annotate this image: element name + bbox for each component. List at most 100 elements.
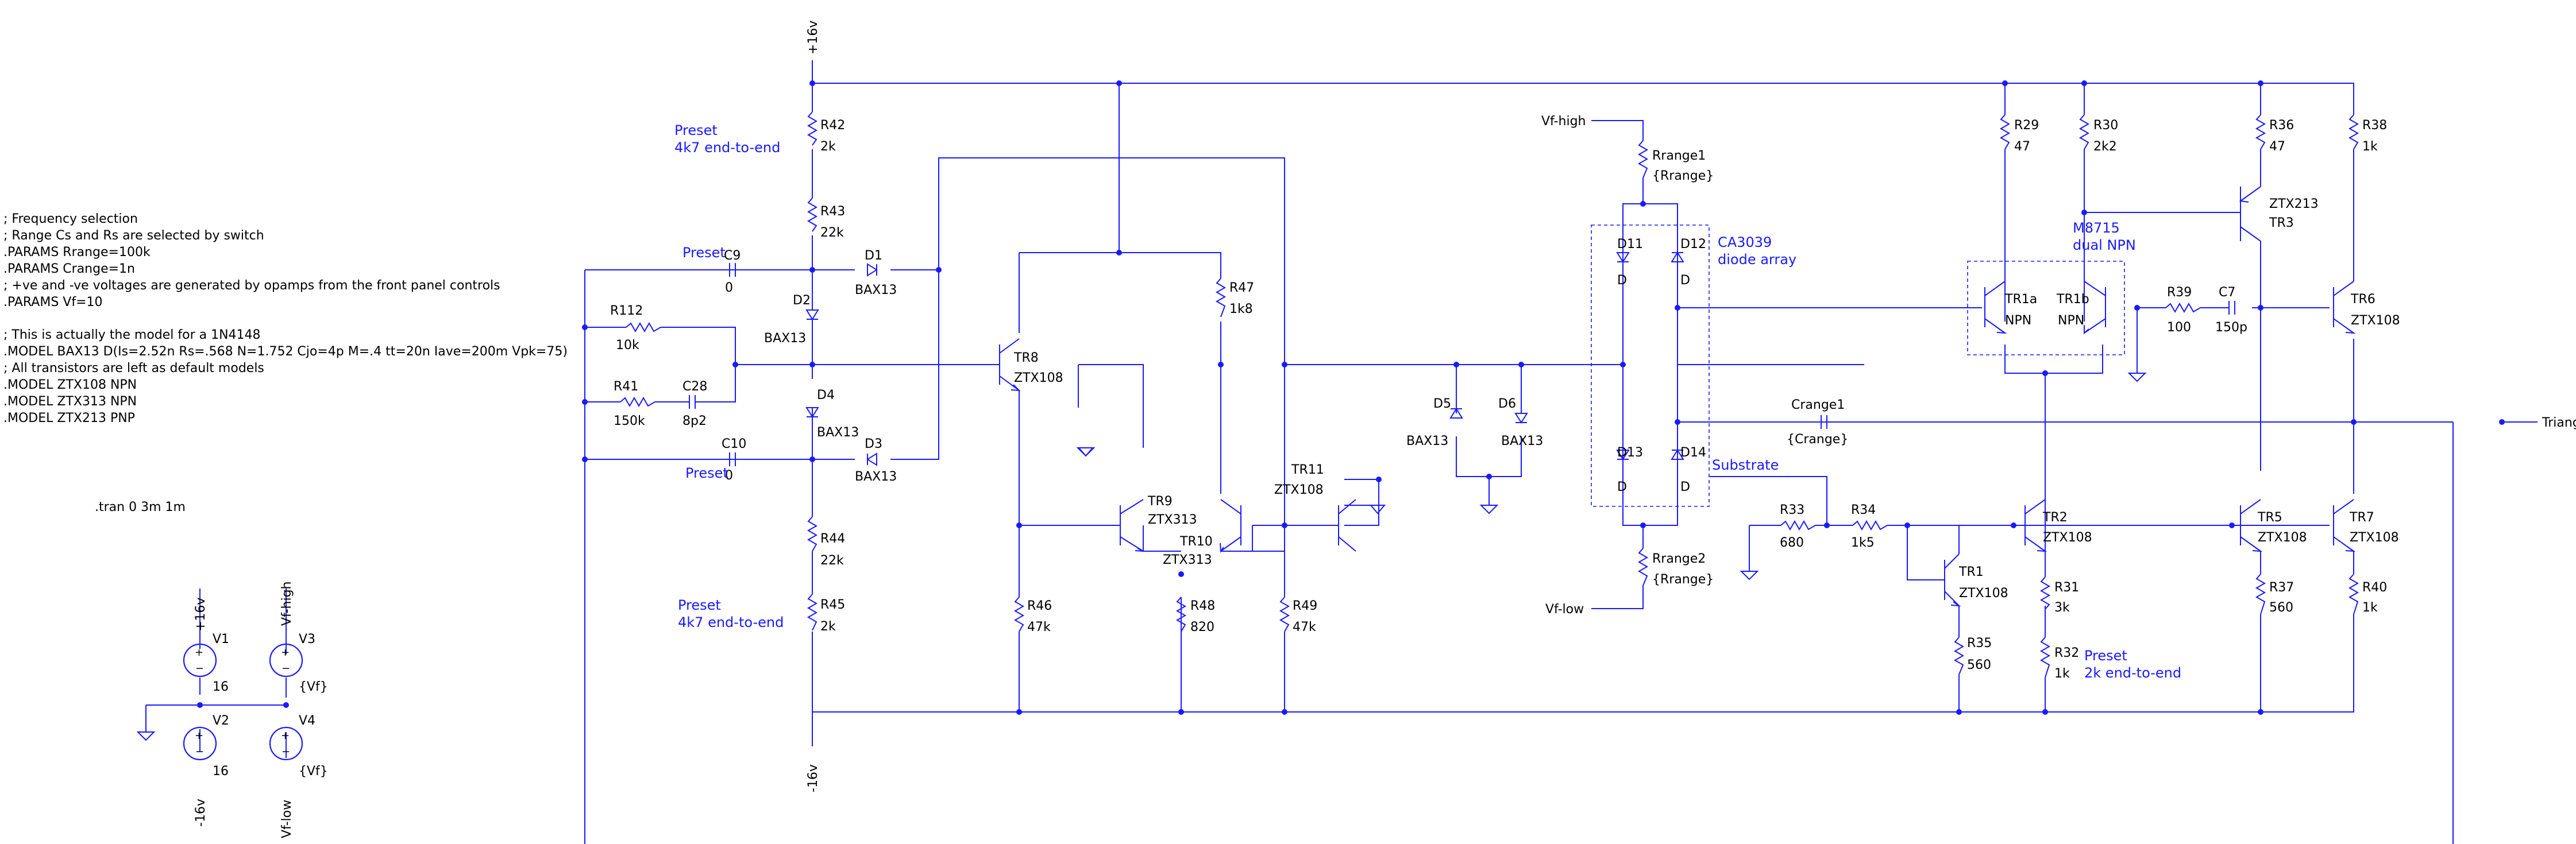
v1-label: V1	[213, 632, 229, 646]
r44-label: R44	[820, 532, 845, 546]
resistor-r34	[1852, 520, 1888, 531]
v4-label: V4	[299, 714, 315, 728]
capacitor-c28	[689, 395, 708, 409]
r31-label: R31	[2054, 580, 2079, 595]
v3-value: {Vf}	[299, 680, 328, 694]
d3-value: BAX13	[855, 470, 897, 484]
preset-note: 2k end-to-end	[2084, 665, 2181, 681]
resistor-r47	[1215, 278, 1227, 318]
crange1-label: Crange1	[1791, 398, 1845, 412]
c7-value: 150p	[2215, 320, 2247, 335]
r49-value: 47k	[1293, 620, 1316, 634]
svg-text:−: −	[195, 746, 204, 758]
package-note: M8715	[2073, 220, 2120, 236]
svg-text:TR6: TR6	[2350, 292, 2376, 307]
d1-value: BAX13	[855, 283, 897, 297]
v2-value: 16	[213, 764, 229, 779]
package-note: CA3039	[1718, 234, 1772, 250]
net-label-triangle-out: Triangle-out	[2542, 416, 2576, 430]
preset-note: Preset	[685, 465, 728, 481]
resistor-r33	[1780, 520, 1816, 531]
supply-sources: +− V1 16 +− V2 16 +− V3 {Vf} +− V4 {Vf} …	[136, 582, 328, 838]
net-label-pos16: +16v	[806, 21, 820, 55]
capacitor-c10	[729, 452, 736, 466]
resistor-r46	[1013, 597, 1025, 632]
directive-line: .PARAMS Crange=1n	[3, 262, 135, 276]
r38-label: R38	[2362, 118, 2387, 133]
m8715-package-box	[1967, 261, 2125, 355]
net-label: Vf-high	[280, 582, 294, 626]
diode-d3	[866, 452, 877, 466]
r41-value: 150k	[614, 414, 645, 428]
svg-text:TR2: TR2	[2042, 510, 2068, 525]
resistor-r40	[2348, 574, 2359, 615]
svg-text:TR3: TR3	[2269, 216, 2294, 230]
d12-value: D	[1680, 273, 1690, 288]
preset-note: 4k7 end-to-end	[678, 614, 784, 630]
svg-text:ZTX313: ZTX313	[1163, 553, 1212, 567]
resistor-r29	[1999, 114, 2011, 150]
d13-label: D13	[1617, 446, 1643, 460]
r42-value: 2k	[820, 140, 836, 154]
diode-d13	[1616, 450, 1630, 460]
svg-text:TR1b: TR1b	[2056, 292, 2089, 307]
r34-label: R34	[1851, 503, 1876, 517]
r40-value: 1k	[2362, 601, 2378, 615]
r30-value: 2k2	[2093, 140, 2117, 154]
directive-line: ; +ve and -ve voltages are generated by …	[3, 278, 500, 293]
svg-text:ZTX213: ZTX213	[2269, 197, 2319, 211]
r112-label: R112	[610, 304, 643, 318]
svg-text:+: +	[281, 730, 290, 742]
r37-label: R37	[2269, 580, 2294, 595]
r39-label: R39	[2167, 285, 2192, 300]
ground-symbols	[1076, 373, 2147, 580]
r48-label: R48	[1190, 599, 1215, 613]
rrange2-value: {Rrange}	[1652, 572, 1714, 587]
diode-d5	[1449, 408, 1463, 419]
r46-value: 47k	[1027, 620, 1051, 634]
r112-value: 10k	[616, 338, 639, 353]
directive-line: .PARAMS Vf=10	[3, 295, 103, 309]
diode-d6	[1514, 413, 1528, 424]
svg-text:ZTX108: ZTX108	[2351, 313, 2400, 328]
d3-label: D3	[865, 437, 882, 451]
r45-label: R45	[820, 598, 845, 612]
d6-value: BAX13	[1501, 434, 1543, 448]
diode-d11	[1616, 252, 1630, 278]
svg-text:TR7: TR7	[2349, 510, 2374, 525]
svg-text:TR5: TR5	[2257, 510, 2282, 525]
directive-line: ; Frequency selection	[3, 212, 138, 226]
svg-text:TR11: TR11	[1291, 463, 1324, 477]
junction-dots	[582, 80, 2505, 715]
svg-text:TR1: TR1	[1958, 565, 1984, 579]
r40-label: R40	[2362, 580, 2387, 595]
diode-d4	[805, 407, 819, 459]
d6-label: D6	[1498, 397, 1516, 411]
preset-note: Preset	[682, 245, 726, 261]
r37-value: 560	[2269, 601, 2293, 615]
r42-label: R42	[820, 118, 845, 133]
resistor-r37	[2255, 574, 2266, 615]
r41-label: R41	[614, 380, 638, 394]
svg-text:+: +	[195, 730, 203, 742]
resistor-r42	[807, 111, 818, 146]
r48-value: 820	[1190, 620, 1214, 634]
r35-label: R35	[1967, 636, 1992, 651]
svg-text:NPN: NPN	[2005, 313, 2031, 328]
svg-text:ZTX108: ZTX108	[1274, 483, 1324, 497]
net-label-neg16: -16v	[806, 764, 820, 792]
svg-text:ZTX313: ZTX313	[1148, 513, 1197, 527]
directive-line: .PARAMS Rrange=100k	[3, 245, 151, 260]
r33-label: R33	[1780, 503, 1804, 517]
d11-label: D11	[1617, 237, 1643, 251]
package-note: dual NPN	[2073, 237, 2136, 253]
svg-text:ZTX108: ZTX108	[2258, 531, 2307, 545]
